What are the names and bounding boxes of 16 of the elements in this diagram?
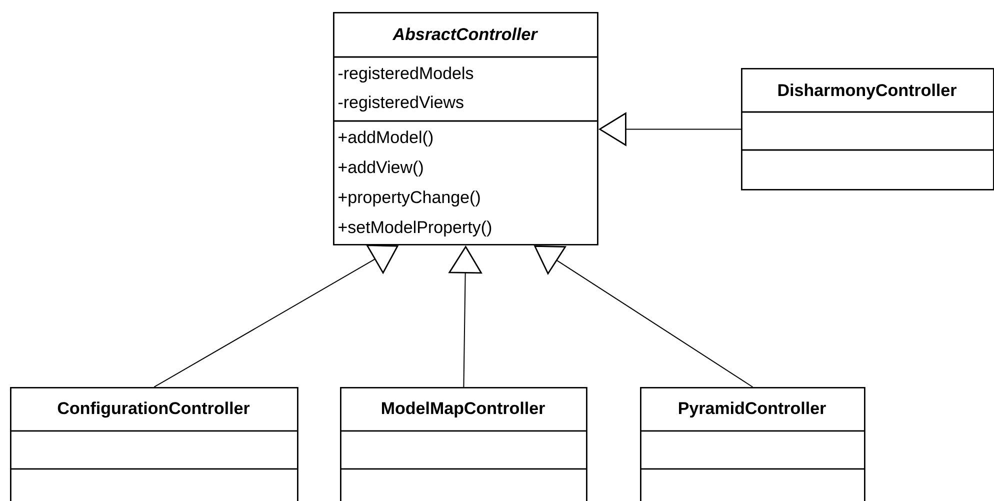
class-name: ModelMapController — [382, 402, 545, 418]
class-name: DisharmonyController — [778, 84, 956, 100]
attribute-text: -registeredModels — [338, 66, 474, 83]
attribute-text: -registeredViews — [338, 96, 464, 112]
class-box — [333, 12, 598, 246]
class-box — [340, 386, 588, 501]
method-text: +addView() — [338, 160, 423, 176]
class-box — [741, 68, 994, 190]
method-text: +setModelProperty() — [338, 220, 492, 237]
method-text: +addModel() — [338, 130, 433, 146]
class-box — [10, 386, 298, 501]
class-box — [640, 386, 866, 501]
class-name: AbsractController — [392, 28, 538, 40]
method-text: +propertyChange() — [338, 190, 480, 207]
class-name: PyramidController — [679, 402, 826, 418]
class-name: ConfigurationController — [58, 402, 250, 418]
